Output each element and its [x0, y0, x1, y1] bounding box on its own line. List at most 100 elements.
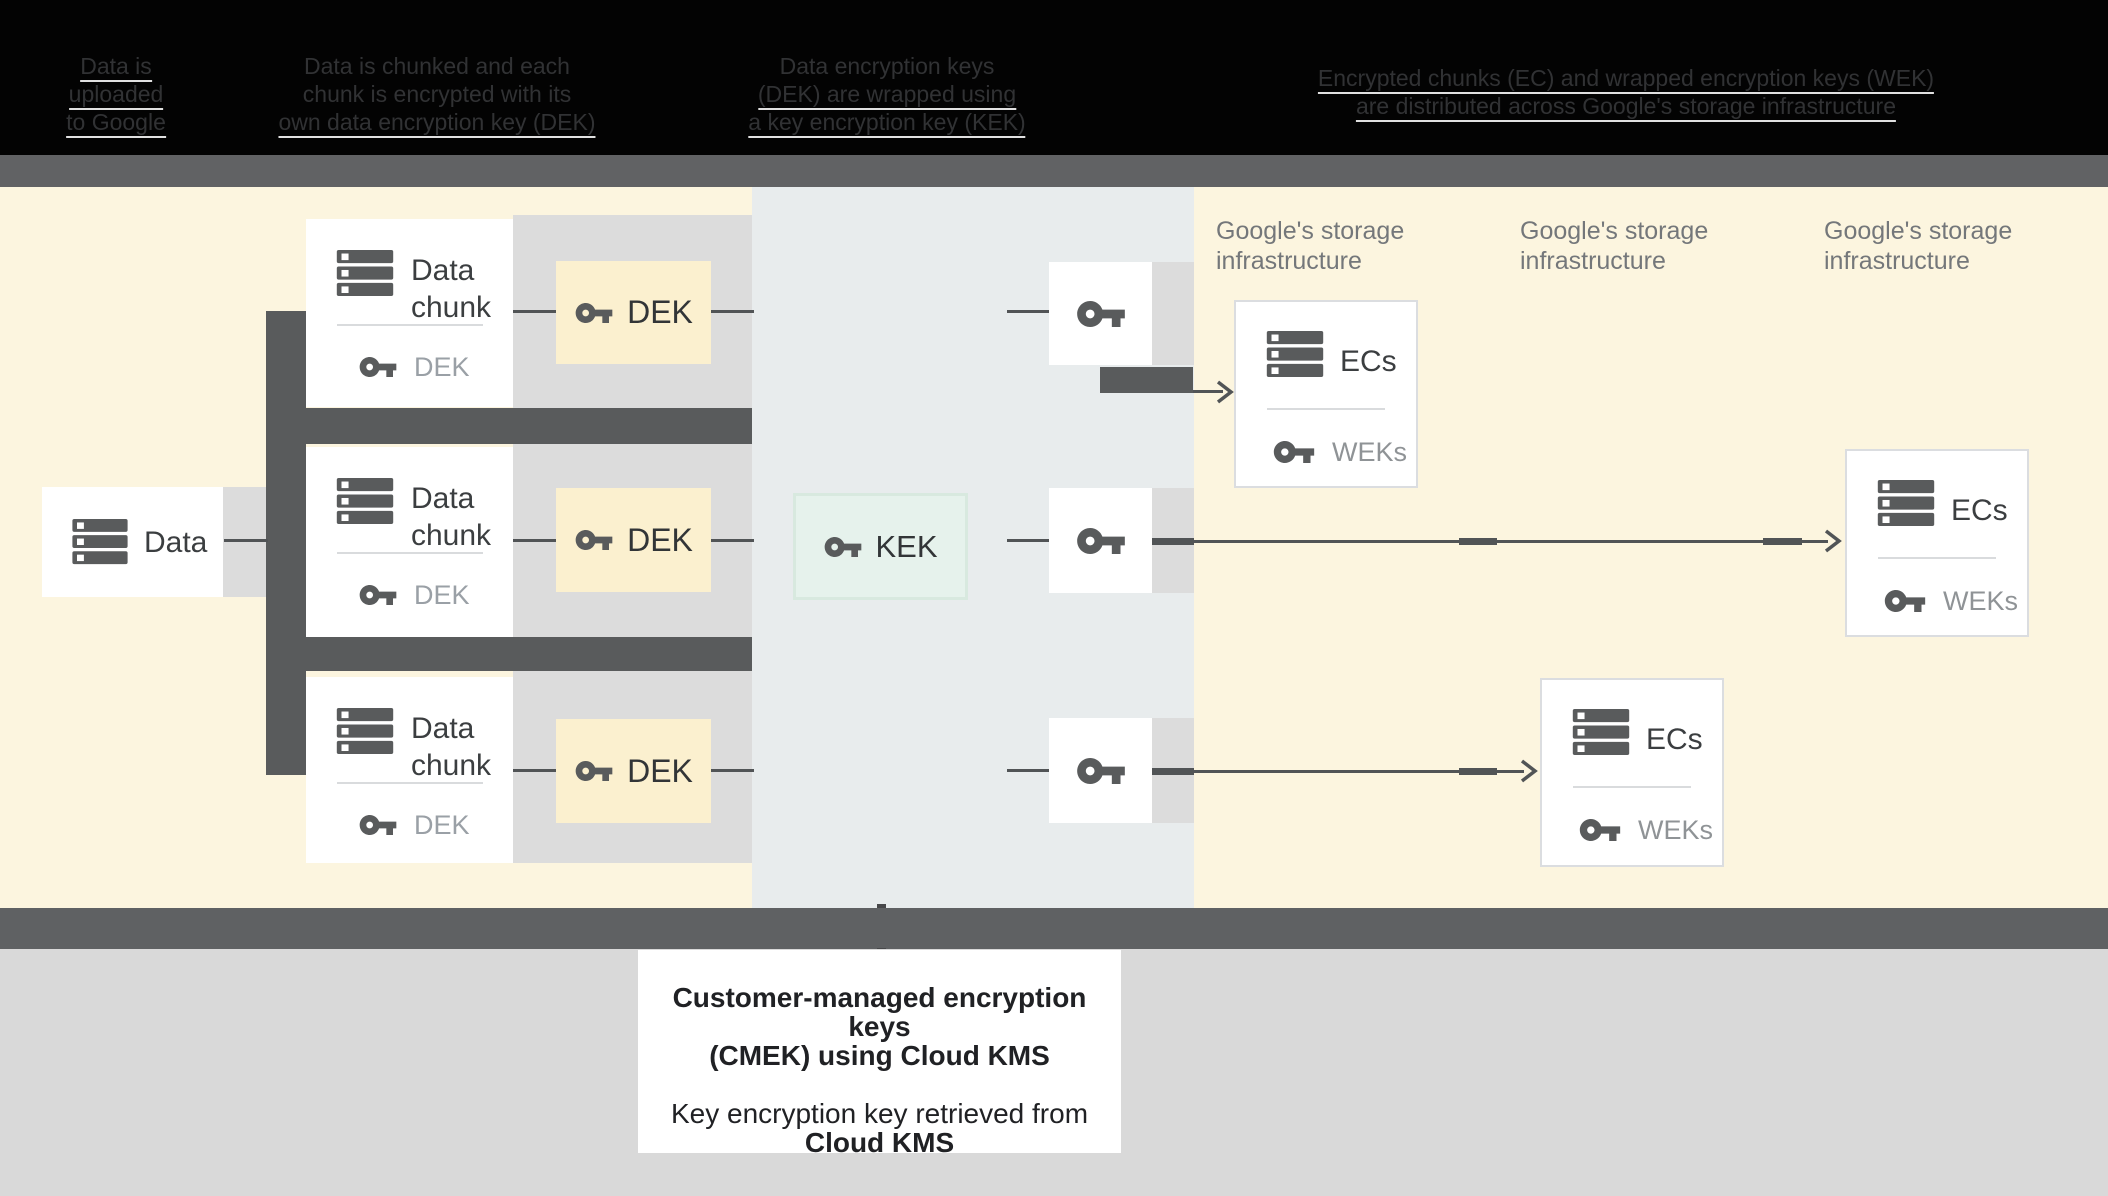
- header-line: a key encryption key (KEK): [748, 109, 1026, 138]
- header-line: Data is chunked and each: [304, 53, 570, 79]
- key-icon: [358, 575, 398, 615]
- caption-title-line: (CMEK) using Cloud KMS: [709, 1040, 1050, 1071]
- divider: [1878, 557, 1996, 559]
- header-line: Encrypted chunks (EC) and wrapped encryp…: [1317, 65, 1935, 94]
- chunk-dek-label: DEK: [414, 579, 470, 610]
- arrow-right-icon: [1215, 379, 1235, 405]
- header-line: (DEK) are wrapped using: [757, 81, 1017, 110]
- connector-data: [224, 539, 268, 542]
- header-line: own data encryption key (DEK): [278, 109, 596, 138]
- header-caption-strip: Data is uploaded to Google Data is chunk…: [0, 0, 2108, 155]
- connector: [1007, 539, 1051, 542]
- key-icon: [574, 751, 614, 791]
- arrow-line-row1: [1193, 390, 1223, 393]
- header-line: Data is: [80, 53, 152, 82]
- dek-box-2: DEK: [556, 488, 711, 592]
- storage-label-3: Google's storage infrastructure: [1824, 216, 2012, 276]
- arrow-thick-seg: [1459, 538, 1497, 545]
- connector: [710, 769, 754, 772]
- chunk-dek-label: DEK: [414, 351, 470, 382]
- chunk-fanout-vertical-bar: [266, 311, 306, 775]
- ecs-label: ECs: [1646, 723, 1703, 756]
- data-chunk-box-1: Data chunk DEK: [306, 219, 513, 407]
- caption-body-line: Cloud KMS: [804, 1127, 955, 1158]
- key-icon: [358, 347, 398, 387]
- connector: [710, 310, 754, 313]
- data-box-label: Data: [144, 525, 208, 559]
- key-icon: [1075, 515, 1127, 567]
- key-icon: [1272, 430, 1316, 474]
- server-stack-icon: [72, 519, 128, 565]
- arrow-right-icon: [1519, 758, 1539, 784]
- arrow-thick-seg: [1459, 768, 1497, 775]
- key-icon: [1883, 579, 1927, 623]
- key-icon: [823, 527, 863, 567]
- arrow-thick-seg: [1152, 538, 1194, 545]
- arrow-thick-seg: [1763, 538, 1802, 545]
- wrap-key-box-1: [1049, 262, 1152, 365]
- header-step-upload: Data is uploaded to Google: [66, 52, 166, 138]
- chunk-title-line: chunk: [411, 291, 492, 324]
- wrap-key-box-2: [1049, 488, 1152, 593]
- header-line: are distributed across Google's storage …: [1355, 93, 1897, 122]
- caption-title-line: Customer-managed encryption keys: [672, 982, 1087, 1042]
- storage-label-2: Google's storage infrastructure: [1520, 216, 1708, 276]
- weks-label: WEKs: [1332, 436, 1408, 467]
- chunk-title-line: chunk: [411, 519, 492, 552]
- storage-label-line: infrastructure: [1520, 247, 1666, 275]
- header-line: uploaded: [68, 81, 164, 110]
- data-chunk-box-2: Data chunk DEK: [306, 447, 513, 637]
- server-stack-icon: [1266, 331, 1324, 378]
- chunk-title-line: Data: [411, 254, 475, 287]
- divider: [337, 782, 483, 784]
- data-chunk-box-3: Data chunk DEK: [306, 677, 513, 863]
- chunk-title-line: Data: [411, 482, 475, 515]
- dek-label: DEK: [627, 521, 693, 558]
- ecs-label: ECs: [1951, 494, 2008, 527]
- ecs-box-3: ECs WEKs: [1540, 678, 1724, 867]
- caption-body-line: Key encryption key retrieved from: [670, 1098, 1089, 1129]
- header-line: Data encryption keys: [779, 53, 995, 79]
- ecs-box-2: ECs WEKs: [1845, 449, 2029, 637]
- chunk-dek-label: DEK: [414, 809, 470, 840]
- data-box: Data: [42, 487, 223, 597]
- row1-output-block: [1100, 367, 1193, 393]
- key-icon: [574, 293, 614, 333]
- key-icon: [1578, 808, 1622, 852]
- connector: [512, 310, 557, 313]
- chunk-gap-bar-1: [266, 408, 752, 444]
- key-icon: [1075, 288, 1127, 340]
- dek-box-3: DEK: [556, 719, 711, 823]
- storage-label-line: Google's storage: [1824, 217, 2013, 245]
- server-stack-icon: [336, 708, 394, 755]
- arrow-line-row3: [1152, 770, 1524, 773]
- connector: [512, 769, 557, 772]
- divider: [1267, 408, 1385, 410]
- storage-label-line: infrastructure: [1216, 247, 1362, 275]
- bottom-divider-band: [0, 908, 2108, 949]
- arrow-thick-seg: [1152, 768, 1194, 775]
- dek-label: DEK: [627, 752, 693, 789]
- arrow-right-icon: [1823, 528, 1843, 554]
- kek-label: KEK: [875, 528, 938, 564]
- dek-label: DEK: [627, 294, 693, 330]
- wrap-key-box-3: [1049, 718, 1152, 823]
- server-stack-icon: [1877, 480, 1935, 527]
- connector: [710, 539, 754, 542]
- ecs-box-1: ECs WEKs: [1234, 300, 1418, 488]
- divider: [1573, 786, 1691, 788]
- server-stack-icon: [336, 250, 394, 297]
- storage-label-line: Google's storage: [1520, 217, 1709, 245]
- header-step-distribution: Encrypted chunks (EC) and wrapped encryp…: [1317, 64, 1935, 122]
- divider: [337, 324, 483, 326]
- caption-box: Customer-managed encryption keys (CMEK) …: [638, 950, 1121, 1157]
- storage-label-1: Google's storage infrastructure: [1216, 216, 1404, 276]
- divider: [337, 552, 483, 554]
- chunk-title-line: chunk: [411, 749, 492, 782]
- key-icon: [574, 520, 614, 560]
- data-stripe: [223, 487, 266, 597]
- storage-label-line: Google's storage: [1216, 217, 1405, 245]
- header-step-wrapping: Data encryption keys (DEK) are wrapped u…: [748, 52, 1026, 138]
- dek-box-1: DEK: [556, 261, 711, 364]
